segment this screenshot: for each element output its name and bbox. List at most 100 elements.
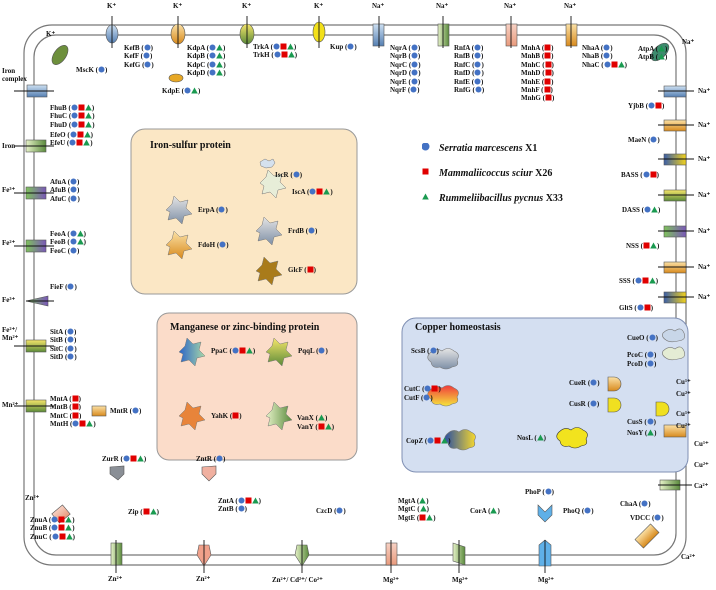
ion-na-9: Na⁺ (698, 191, 711, 199)
protein-name: GlcF (288, 266, 303, 274)
ion-cu2-2: Cu²⁺ (676, 422, 691, 430)
transporter-line: SitA () (50, 328, 77, 336)
protein-name: NqrA (390, 44, 407, 52)
transporter-line: MnhE () (521, 78, 554, 86)
protein-name: MscK (76, 66, 94, 74)
protein-name: IscA (292, 188, 306, 196)
protein-vanx: VanX () (297, 414, 327, 422)
transporter-line: VDCC () (630, 514, 664, 522)
pqql-shape (265, 337, 293, 367)
frdb-shape (255, 216, 283, 246)
protein-ppac: PpaC () (211, 347, 255, 355)
species-markers: () (66, 194, 80, 203)
protein-name: NqrF (390, 86, 407, 95)
ion-cu2-1: Cu²⁺ (676, 390, 691, 398)
nosl-shape (556, 427, 588, 449)
species-markers: () (644, 334, 658, 342)
protein-line: CusR () (569, 400, 599, 408)
protein-line: PpaC () (211, 347, 255, 355)
protein-name: MntB (50, 403, 68, 412)
protein-line: VanY () (297, 423, 334, 431)
circle-marker-icon (67, 353, 74, 361)
triangle-marker-icon (419, 497, 427, 505)
species-markers: () (599, 44, 613, 52)
transporter-znt: ZntA ()ZntB () (218, 497, 261, 514)
nss-channel (663, 225, 687, 238)
iscr-shape (259, 158, 276, 169)
circle-marker-icon (347, 43, 354, 51)
circle-marker-icon (70, 230, 77, 238)
circle-marker-icon (144, 44, 151, 52)
square-marker-icon (318, 423, 325, 431)
transporter-mnt: MntA ()MntB ()MntC ()MntH () (50, 395, 96, 429)
circle-marker-icon (336, 507, 343, 515)
transporter-line: KefG () (124, 61, 154, 69)
species-markers: () (313, 414, 328, 422)
protein-name: SitA (50, 328, 63, 336)
transporter-cora: CorA () (470, 507, 500, 515)
transporter-fief: FieF () (50, 283, 77, 291)
triangle-marker-icon (324, 423, 332, 431)
nqr-channel (372, 23, 385, 47)
ion-na-4: Na⁺ (564, 2, 577, 10)
transporter-fhu: FhuB ()FhuC ()FhuD () (50, 104, 95, 129)
species-markers: () (63, 353, 77, 362)
protein-line: IscR () (275, 171, 302, 179)
circle-marker-icon (209, 69, 216, 77)
circle-marker-icon (98, 66, 105, 74)
box-protein-shapes (165, 158, 293, 431)
zntr-shape (201, 465, 217, 482)
protein-name: KefF (124, 52, 139, 61)
isca-shape (259, 169, 287, 199)
ion-k-3: K⁺ (242, 2, 252, 10)
protein-name: RnfC (454, 60, 471, 69)
triangle-marker-icon (216, 61, 224, 69)
triangle-marker-icon (318, 414, 325, 422)
circle-marker-icon (71, 112, 78, 120)
species-markers: () (642, 360, 657, 368)
square-marker-icon (611, 61, 618, 69)
square-marker-icon (650, 171, 657, 179)
square-marker-icon (281, 51, 288, 59)
square-marker-icon (78, 112, 85, 120)
square-marker-icon (545, 61, 552, 69)
atp-channel (650, 42, 670, 62)
protein-name: SitC (50, 344, 64, 353)
protein-name: PcoD (627, 360, 643, 368)
protein-frdb: FrdB () (288, 227, 317, 235)
protein-line: CutF () (404, 394, 433, 402)
triangle-marker-icon (617, 61, 625, 69)
triangle-marker-icon (85, 104, 92, 112)
transporter-line: PhoP () (525, 488, 554, 496)
ion-fe3-1: Fe³⁺ (2, 186, 16, 194)
transporter-line: EfeO () (50, 131, 93, 139)
transporter-line: MnhD () (521, 69, 554, 77)
species-markers: () (211, 455, 226, 463)
species-markers: () (66, 104, 95, 112)
ion-mn2: Mn²⁺ (2, 401, 19, 409)
transporter-line: FhuC () (50, 112, 95, 120)
species-markers: () (632, 304, 654, 312)
species-markers: () (65, 139, 93, 148)
triangle-marker-icon (650, 242, 657, 250)
species-markers: () (540, 60, 554, 69)
transporter-line: RnfD () (454, 69, 484, 77)
copz-shape (444, 429, 476, 451)
circle-marker-icon (641, 500, 648, 508)
transporter-shapes (25, 21, 687, 567)
protein-name: KdpA (187, 44, 205, 52)
protein-name: KdpE (162, 87, 180, 95)
circle-marker-icon (70, 178, 77, 186)
transporter-trk: TrkA ()TrkH () (253, 43, 297, 60)
ion-ca-1: Ca²⁺ (694, 482, 709, 490)
triangle-marker-icon (137, 455, 144, 463)
transporter-line: MscK () (76, 66, 107, 74)
square-marker-icon (78, 104, 85, 112)
triangle-marker-icon (323, 188, 331, 196)
protein-vany: VanY () (297, 423, 334, 431)
triangle-marker-icon (65, 516, 73, 524)
square-marker-icon (76, 139, 83, 147)
protein-line: GlcF () (288, 266, 316, 274)
legend-species: Rummeliibacillus pycnus (439, 193, 544, 204)
ion-na-6: Na⁺ (698, 87, 711, 95)
